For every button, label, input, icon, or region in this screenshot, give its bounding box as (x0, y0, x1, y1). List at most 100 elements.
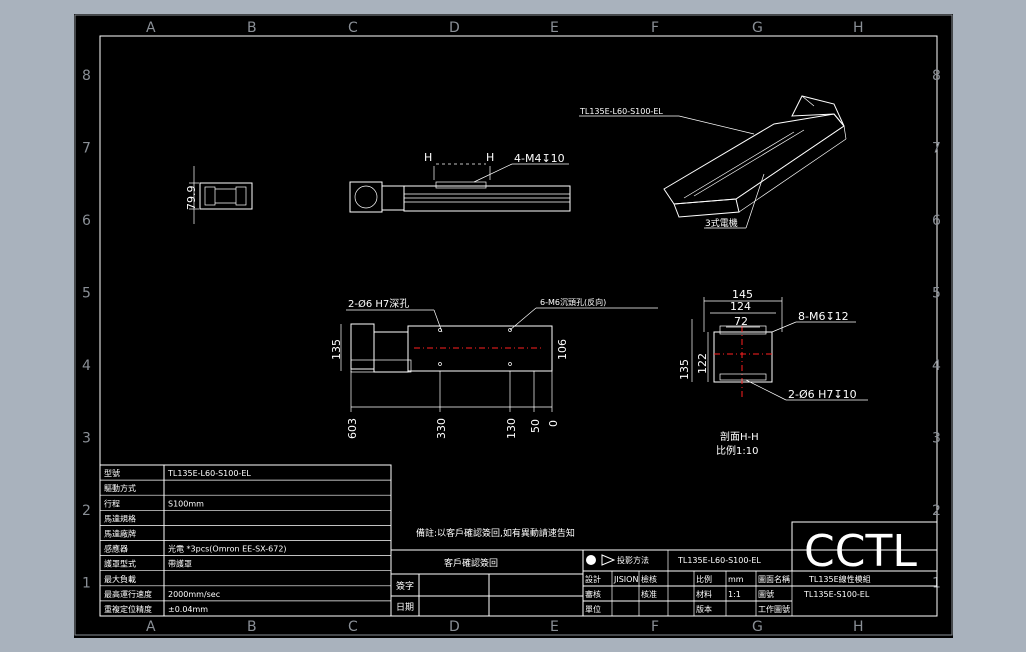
front-dim-50: 50 (529, 419, 542, 433)
zone-col-G-bottom: G (752, 619, 763, 635)
section-view: 145 124 72 135 122 8-M6↧12 2-Ø6 H7↧10 剖面… (678, 288, 868, 457)
drawing-no: TL135E-S100-EL (803, 590, 870, 599)
section-title: 剖面H-H (720, 430, 759, 443)
material-label: 材料 (696, 589, 712, 599)
outer-border (74, 14, 953, 636)
zone-row-4: 4 (82, 358, 91, 374)
ratio-label: 比例 (696, 574, 712, 584)
customer-confirm-block: 客戶確認簽回 簽字 日期 (390, 549, 584, 617)
approver-label: 核准 (641, 589, 657, 599)
zone-col-A-bottom: A (146, 619, 156, 635)
zone-col-B-bottom: B (247, 619, 257, 635)
zone-col-E-bottom: E (550, 619, 559, 635)
spec-label: 馬達規格 (104, 513, 136, 523)
zone-row-1: 1 (82, 576, 91, 592)
spec-label: 護罩型式 (104, 559, 136, 569)
section-height-122: 122 (696, 353, 709, 374)
zone-row-8-right: 8 (932, 68, 941, 84)
projection-circle-icon (586, 555, 596, 565)
iso-model-callout: TL135E-L60-S100-EL (579, 107, 663, 116)
section-width-124: 124 (730, 300, 751, 313)
zone-col-C: C (348, 20, 358, 36)
drawing-name-label: 圖面名稱 (758, 574, 790, 584)
title-model: TL135E-L60-S100-EL (677, 556, 761, 565)
spec-value: S100mm (168, 499, 204, 508)
end-view: 79.9 (185, 166, 253, 224)
zone-row-7: 7 (82, 141, 91, 157)
projection-cone-icon (601, 554, 616, 566)
customer-confirm-label: 客戶確認簽回 (444, 557, 498, 569)
spec-label: 驅動方式 (104, 483, 136, 493)
sign-label: 簽字 (396, 580, 414, 592)
drawing-name: TL135E線性模組 (808, 574, 871, 584)
unit-value: mm (728, 575, 744, 584)
zone-col-C-bottom: C (348, 619, 358, 635)
zone-col-A: A (146, 20, 156, 36)
zone-row-8: 8 (82, 68, 91, 84)
date-label: 日期 (396, 602, 414, 613)
section-top-callout: 8-M6↧12 (798, 310, 849, 323)
front-height: 135 (330, 339, 343, 360)
spec-label: 型號 (104, 468, 120, 478)
section-mark-right: H (486, 151, 494, 164)
section-width-145: 145 (732, 288, 753, 301)
zone-row-2: 2 (82, 503, 91, 519)
zone-row-2-right: 2 (932, 503, 941, 519)
zone-col-E: E (550, 20, 559, 36)
zone-col-D: D (449, 20, 460, 36)
zone-row-4-right: 4 (932, 358, 941, 374)
front-dim-330: 330 (435, 418, 448, 439)
designer-name: JISION (613, 575, 638, 584)
front-dim-130: 130 (505, 418, 518, 439)
company-logo: CCTL (804, 526, 917, 577)
projection-label: 投影方法 (617, 555, 649, 565)
drawing-no-label: 圖號 (758, 589, 774, 599)
iso-motor-callout: 3̲式電機 (705, 217, 738, 229)
zone-col-F-bottom: F (651, 619, 659, 635)
zone-row-1-right: 1 (932, 576, 941, 592)
section-scale: 比例1:10 (716, 444, 758, 457)
spec-value: ±0.04mm (168, 605, 208, 614)
spec-label: 感應器 (104, 544, 128, 554)
front-rear-callout: 6-M6沉頭孔(反向) (540, 297, 606, 307)
section-bottom-callout: 2-Ø6 H7↧10 (788, 388, 857, 401)
zone-row-7-right: 7 (932, 141, 941, 157)
zone-row-3: 3 (82, 431, 91, 447)
zone-row-6: 6 (82, 213, 91, 229)
front-view: 135 106 603 330 130 50 0 2-Ø6 H7深孔 6-M6沉… (330, 297, 658, 439)
front-hole-callout: 2-Ø6 H7深孔 (348, 298, 409, 310)
unit-label: 單位 (585, 604, 601, 614)
front-dim-603: 603 (346, 418, 359, 439)
sheet-label: 工作圖號 (758, 604, 790, 614)
spec-label: 最大負載 (104, 574, 136, 584)
zone-col-F: F (651, 20, 659, 36)
title-block: 投影方法 TL135E-L60-S100-EL CCTL 設計 JISION 檢… (582, 521, 938, 617)
section-width-72: 72 (734, 315, 748, 328)
zone-col-D-bottom: D (449, 619, 460, 635)
section-height-135: 135 (678, 359, 691, 380)
spec-label: 最高運行速度 (104, 589, 152, 599)
review-label: 審核 (585, 589, 601, 599)
ratio-value: 1:1 (728, 590, 741, 599)
isometric-view: TL135E-L60-S100-EL 3̲式電機 (579, 95, 847, 229)
top-view: H H 4-M4↧10 (349, 151, 571, 213)
front-dim-0: 0 (547, 420, 560, 427)
end-view-height: 79.9 (185, 186, 198, 211)
checker-label: 檢核 (641, 574, 657, 584)
spec-value: TL135E-L60-S100-EL (167, 469, 251, 478)
zone-row-3-right: 3 (932, 431, 941, 447)
front-right-height: 106 (556, 339, 569, 360)
spec-label: 行程 (104, 498, 120, 508)
version-label: 版本 (696, 604, 712, 614)
section-mark-left: H (424, 151, 432, 164)
zone-row-5-right: 5 (932, 286, 941, 302)
top-hole-callout: 4-M4↧10 (514, 152, 565, 165)
